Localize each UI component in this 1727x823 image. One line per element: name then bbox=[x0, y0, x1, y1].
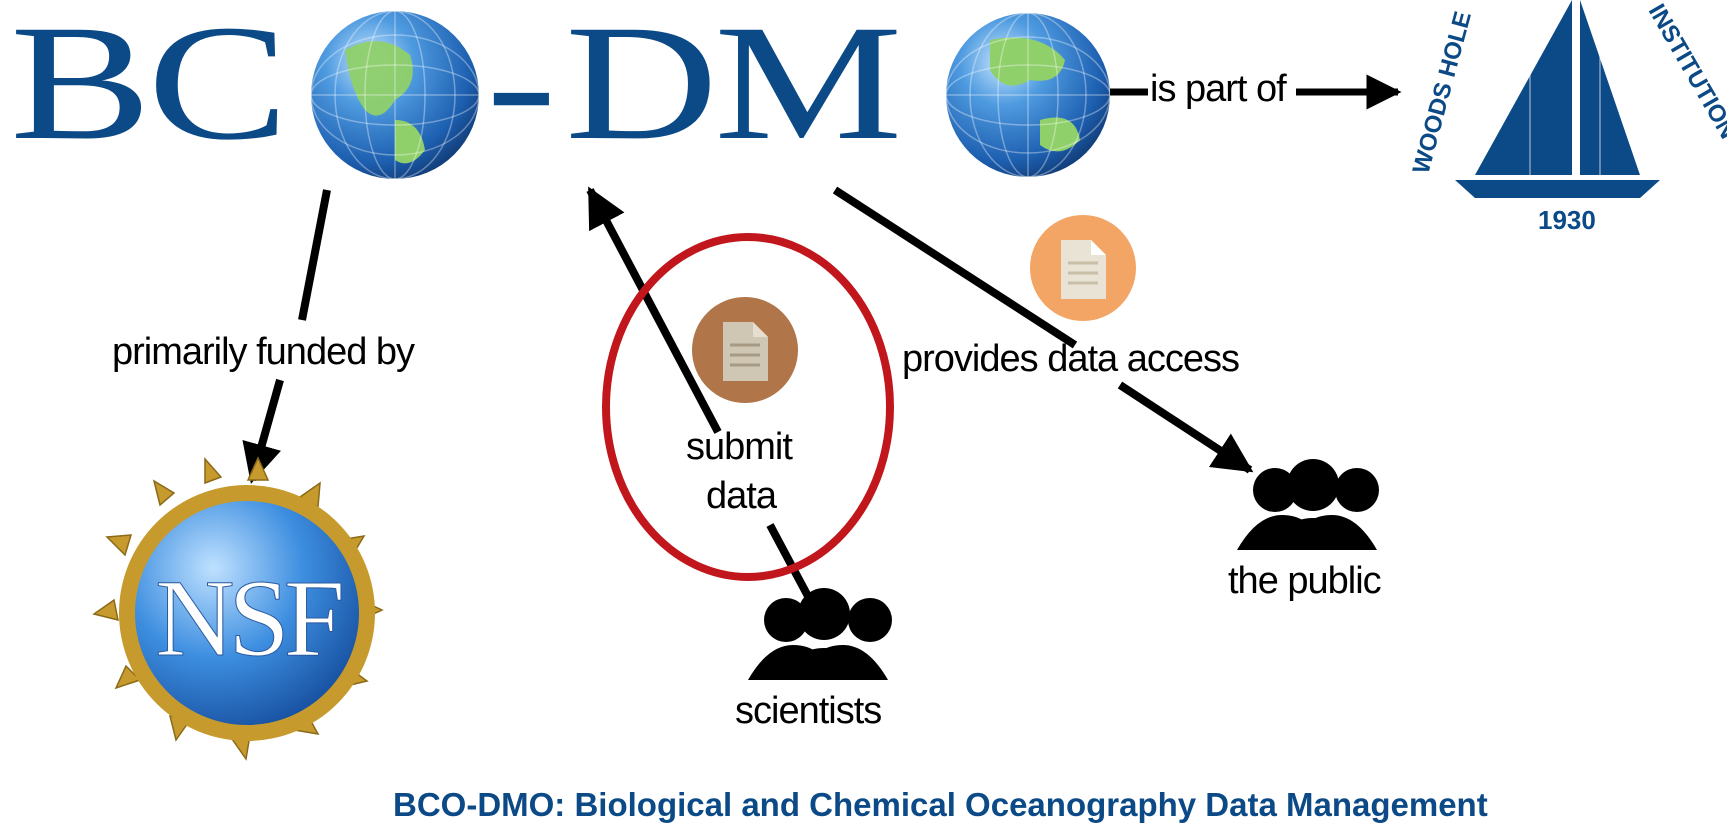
edge-label-is-part-of: is part of bbox=[1150, 68, 1287, 110]
logo-dm: DM bbox=[565, 0, 903, 174]
edge-label-provides-access: provides data access bbox=[902, 338, 1240, 380]
highlight-ring bbox=[602, 233, 894, 581]
svg-text:WOODS HOLE: WOODS HOLE bbox=[1408, 9, 1477, 177]
edge-label-funded-by: primarily funded by bbox=[112, 331, 415, 373]
org-year: 1930 bbox=[1538, 205, 1596, 235]
people-icon bbox=[748, 588, 892, 680]
node-label-public: the public bbox=[1228, 560, 1382, 602]
people-icon bbox=[1237, 459, 1379, 550]
edge-label-submit-line2: data bbox=[706, 475, 777, 517]
logo-bc: BC bbox=[10, 0, 289, 174]
document-icon bbox=[692, 297, 798, 403]
document-icon bbox=[1030, 215, 1136, 321]
page-title: BCO-DMO: Biological and Chemical Oceanog… bbox=[393, 786, 1488, 823]
arrow-provides-access bbox=[832, 186, 1254, 474]
globe-icon bbox=[945, 12, 1111, 178]
arrow-submit-data bbox=[586, 186, 814, 602]
sailboat-icon: WOODS HOLE INSTITUTION bbox=[1408, 0, 1727, 198]
nsf-seal-icon: NSF bbox=[92, 456, 384, 761]
edge-label-submit-line1: submit bbox=[686, 426, 793, 468]
svg-text:NSF: NSF bbox=[155, 557, 342, 679]
logo-dash: - bbox=[486, 0, 557, 174]
svg-text:INSTITUTION: INSTITUTION bbox=[1643, 0, 1727, 143]
globe-icon bbox=[310, 10, 480, 180]
node-label-scientists: scientists bbox=[735, 690, 882, 732]
